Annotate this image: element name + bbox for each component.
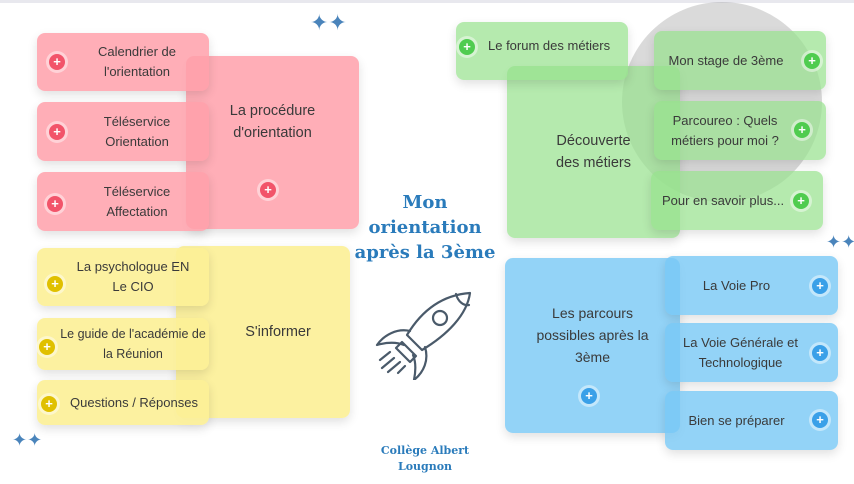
- item-mon-stage[interactable]: + Mon stage de 3ème: [654, 31, 826, 90]
- item-questions-reponses[interactable]: + Questions / Réponses: [37, 380, 209, 425]
- sparkle-icon: ✦✦: [826, 232, 854, 252]
- plus-icon[interactable]: +: [812, 278, 828, 294]
- item-label: La Voie Générale et Technologique: [683, 334, 798, 370]
- card-title: S'informer: [245, 324, 311, 340]
- plus-icon[interactable]: +: [260, 182, 276, 198]
- rocket-icon: [375, 291, 472, 380]
- plus-icon[interactable]: +: [581, 388, 597, 404]
- item-label: Téléservice Affectation: [103, 183, 171, 219]
- card-parcours-possibles[interactable]: Les parcours possibles après la 3ème +: [505, 258, 680, 433]
- item-parcoureo[interactable]: + Parcoureo : Quels métiers pour moi ?: [654, 101, 826, 160]
- item-en-savoir-plus[interactable]: + Pour en savoir plus...: [651, 171, 823, 230]
- plus-icon[interactable]: +: [804, 53, 820, 69]
- card-decouverte-metiers[interactable]: Découverte des métiers: [507, 66, 680, 238]
- plus-icon[interactable]: +: [47, 276, 63, 292]
- plus-icon[interactable]: +: [49, 124, 65, 140]
- item-calendrier[interactable]: + Calendrier de l'orientation: [37, 33, 209, 91]
- item-label: Parcoureo : Quels métiers pour moi ?: [671, 112, 779, 148]
- sparkle-icon: ✦✦: [12, 430, 43, 450]
- plus-icon[interactable]: +: [812, 412, 828, 428]
- card-procedure-orientation[interactable]: La procédure d'orientation +: [186, 56, 359, 229]
- item-guide-academie[interactable]: + Le guide de l'académie de la Réunion: [37, 318, 209, 370]
- item-voie-pro[interactable]: + La Voie Pro: [665, 256, 838, 315]
- top-border: [0, 0, 854, 3]
- item-label: La psychologue EN Le CIO: [76, 259, 190, 294]
- item-forum-metiers[interactable]: + Le forum des métiers: [456, 22, 628, 80]
- card-title: Découverte des métiers: [556, 133, 631, 171]
- plus-icon[interactable]: +: [794, 122, 810, 138]
- plus-icon[interactable]: +: [47, 196, 63, 212]
- item-psychologue[interactable]: + La psychologue EN Le CIO: [37, 248, 209, 306]
- plus-icon[interactable]: +: [812, 345, 828, 361]
- plus-icon[interactable]: +: [41, 396, 57, 412]
- plus-icon[interactable]: +: [793, 193, 809, 209]
- card-title: Les parcours possibles après la 3ème: [536, 305, 649, 365]
- item-label: Pour en savoir plus...: [661, 192, 785, 208]
- item-bien-se-preparer[interactable]: + Bien se préparer: [665, 391, 838, 450]
- plus-icon[interactable]: +: [39, 339, 55, 355]
- plus-icon[interactable]: +: [459, 39, 475, 55]
- card-title: La procédure d'orientation: [229, 103, 316, 141]
- sparkle-icon: ✦✦: [310, 10, 347, 35]
- item-label: Le guide de l'académie de la Réunion: [60, 327, 206, 361]
- item-teleservice-orientation[interactable]: + Téléservice Orientation: [37, 102, 209, 161]
- item-voie-generale[interactable]: + La Voie Générale et Technologique: [665, 323, 838, 382]
- item-label: Téléservice Orientation: [103, 113, 171, 149]
- item-label: Mon stage de 3ème: [668, 52, 784, 68]
- plus-icon[interactable]: +: [49, 54, 65, 70]
- item-label: La Voie Pro: [702, 277, 771, 293]
- item-label: Questions / Réponses: [70, 394, 198, 410]
- item-teleservice-affectation[interactable]: + Téléservice Affectation: [37, 172, 209, 231]
- item-label: Calendrier de l'orientation: [97, 44, 177, 79]
- item-label: Bien se préparer: [688, 412, 785, 428]
- item-label: Le forum des métiers: [488, 38, 611, 53]
